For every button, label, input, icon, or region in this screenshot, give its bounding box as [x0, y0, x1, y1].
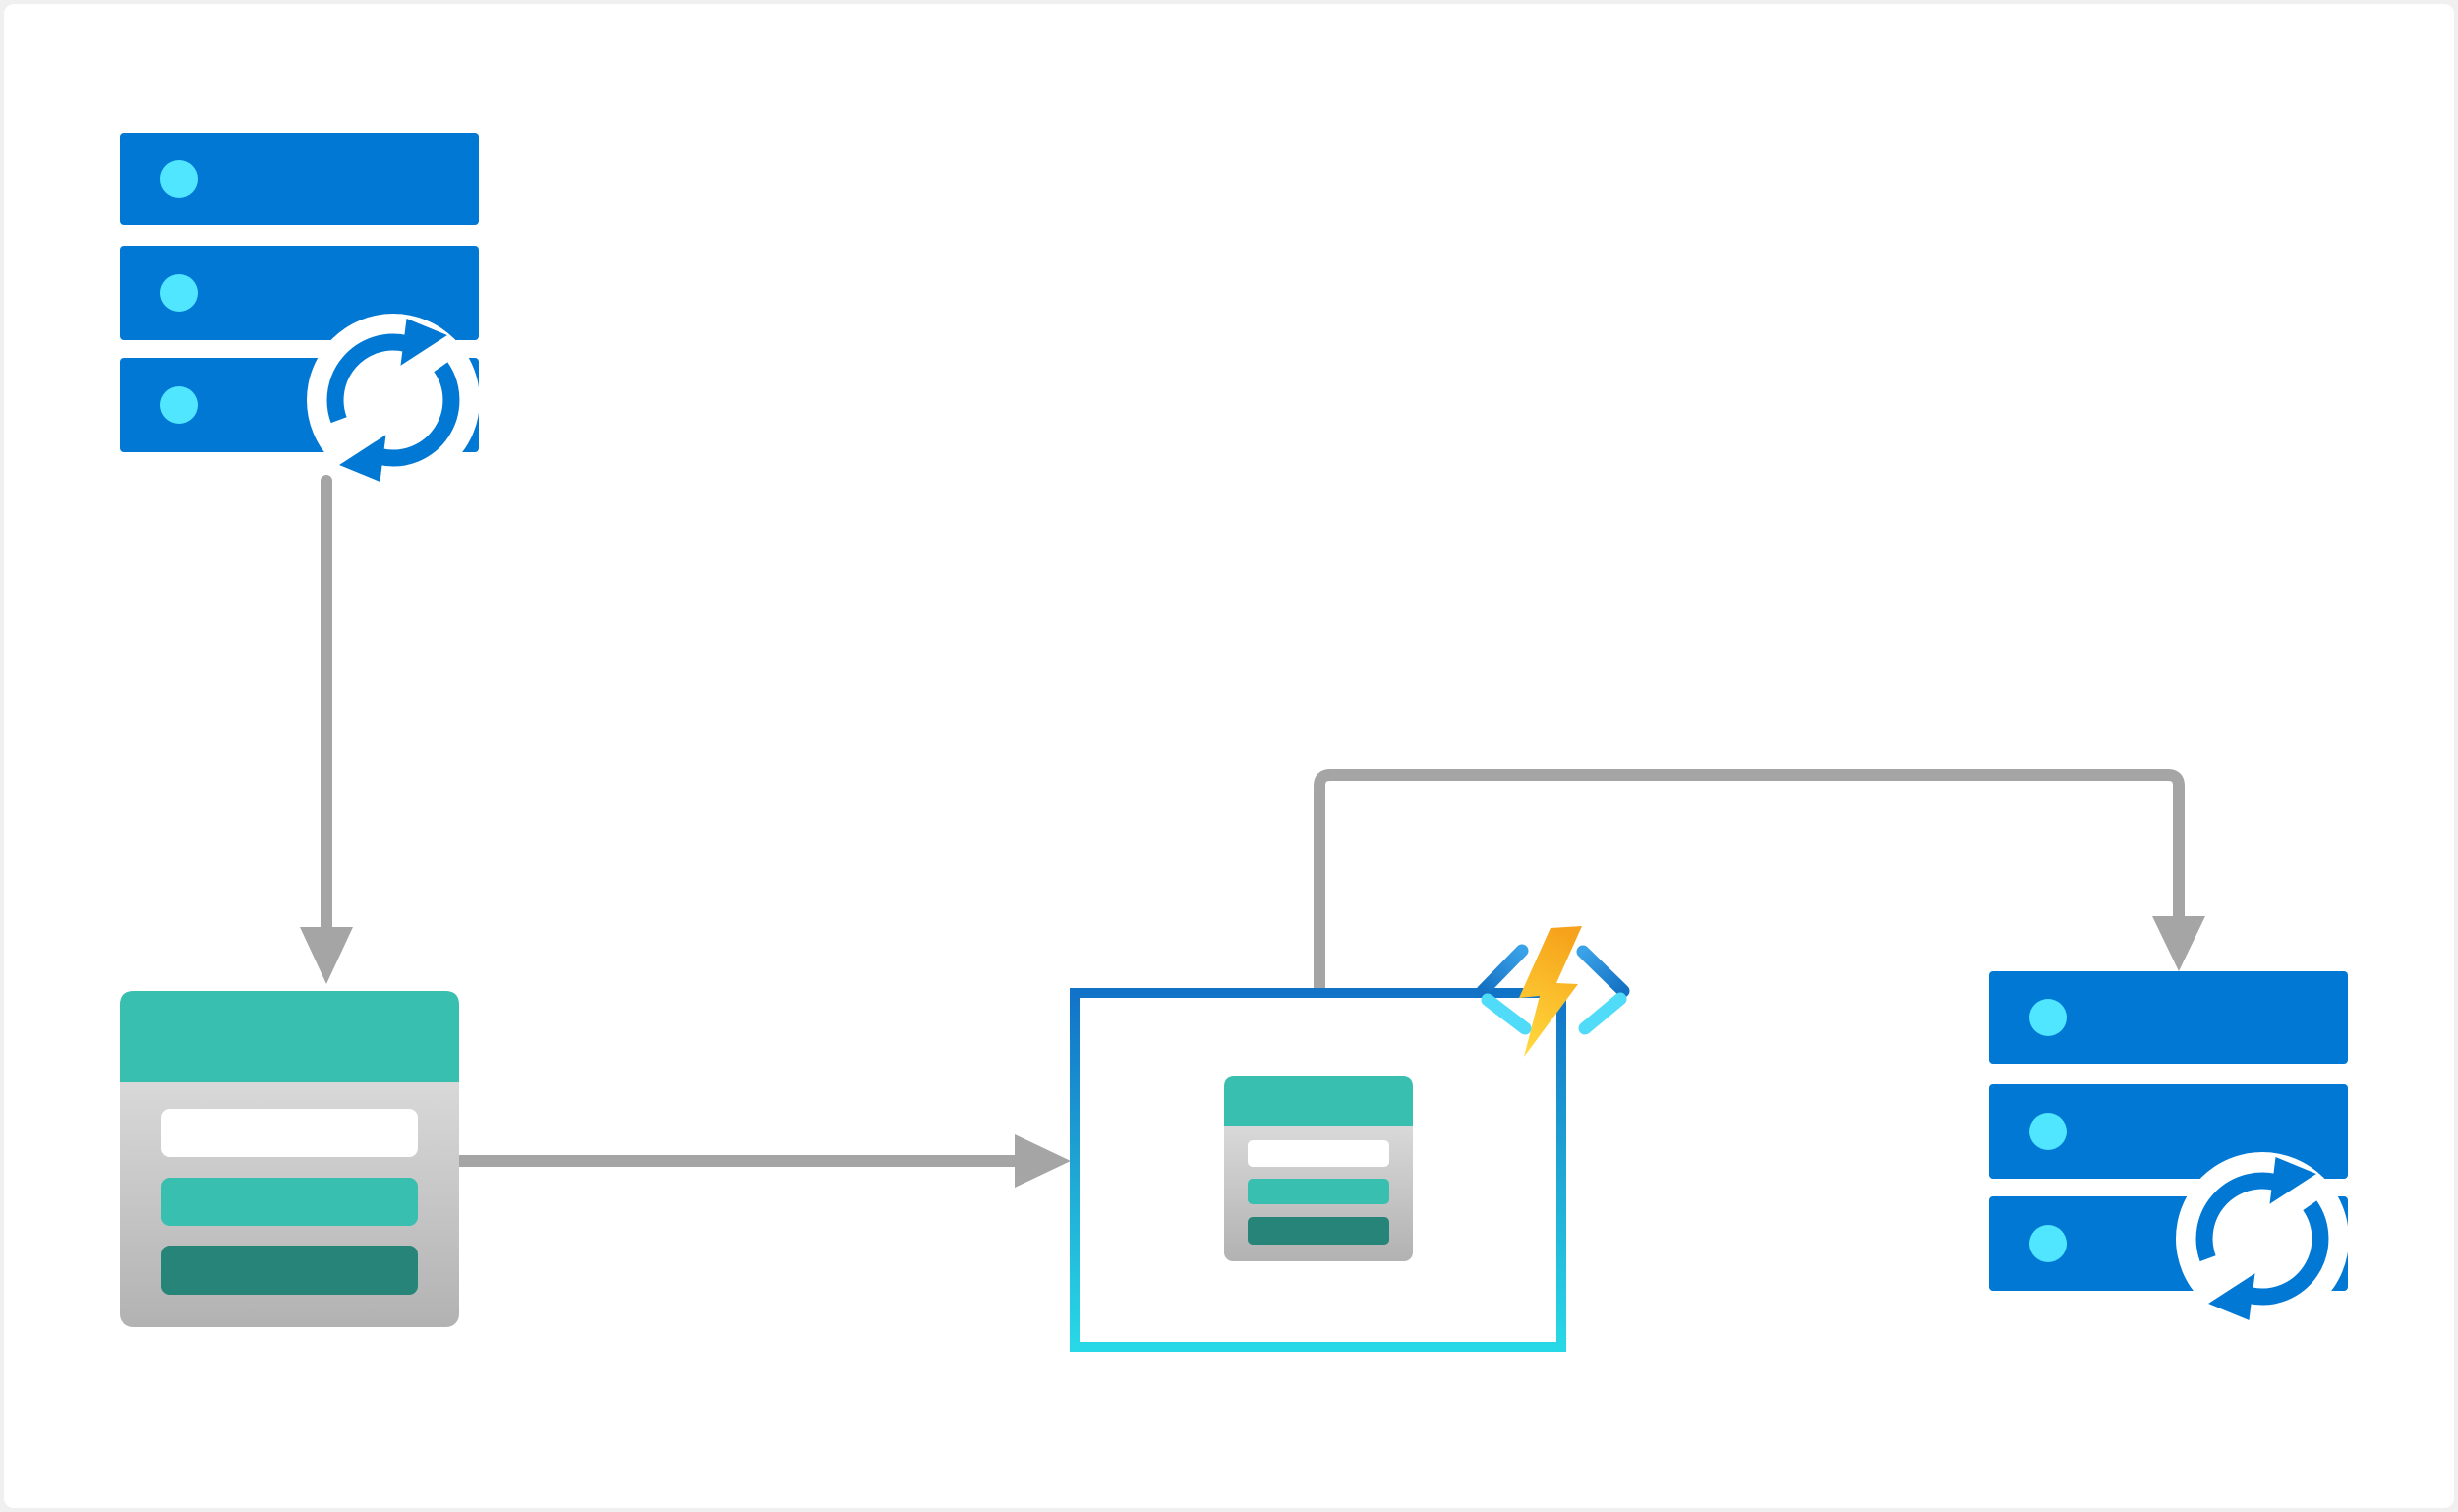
table-row-white [1248, 1140, 1389, 1167]
connector-source-to-table [300, 475, 353, 984]
connector-function-to-target [1314, 769, 2205, 992]
bracket-right-upper [1576, 945, 1630, 998]
azure-functions-icon [1476, 926, 1630, 1057]
bracket-left-lower [1481, 993, 1532, 1035]
node-database-source [120, 133, 480, 487]
node-database-target [1989, 971, 2349, 1325]
node-function-app [1070, 926, 1630, 1352]
table-header [120, 991, 459, 1082]
connector-table-to-function [442, 1134, 1071, 1188]
arrowhead-down-icon [2152, 916, 2205, 971]
table-row-teal [161, 1178, 418, 1226]
connector-shaft [1314, 769, 2185, 992]
table-row-teal [1248, 1179, 1389, 1204]
table-icon-small [1224, 1076, 1413, 1261]
arrowhead-down-icon [300, 927, 353, 984]
table-header [1224, 1076, 1413, 1126]
bracket-left-upper [1476, 944, 1529, 998]
lightning-bolt-icon [1519, 926, 1582, 1057]
table-row-dark-teal [161, 1246, 418, 1295]
node-table-source [120, 991, 459, 1327]
bracket-right-lower [1578, 992, 1627, 1035]
table-row-white [161, 1109, 418, 1157]
arrowhead-right-icon [1015, 1134, 1071, 1188]
table-row-dark-teal [1248, 1217, 1389, 1245]
